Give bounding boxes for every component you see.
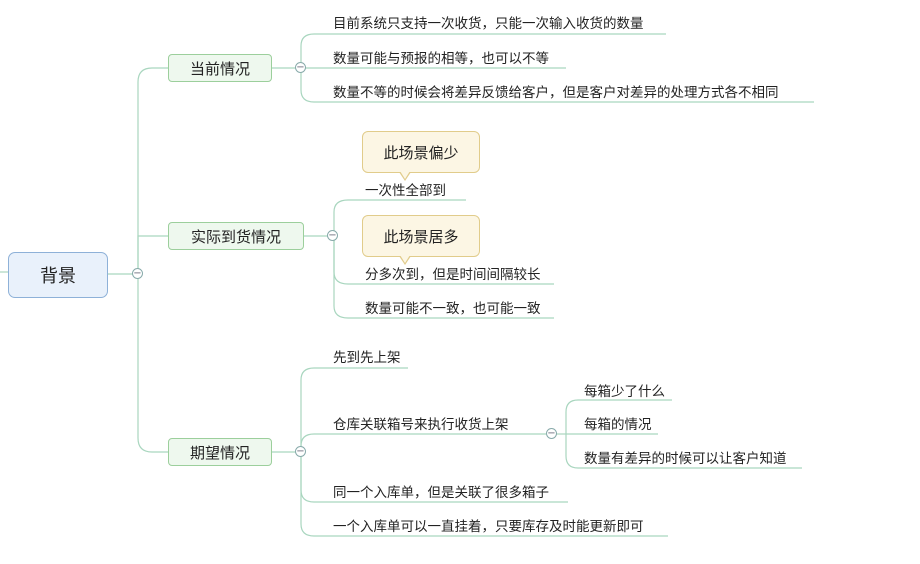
branch-label: 期望情况 bbox=[189, 443, 250, 462]
branch-actual-arrival[interactable]: 实际到货情况 bbox=[168, 222, 304, 250]
branch-current-situation[interactable]: 当前情况 bbox=[168, 54, 272, 82]
callout-label: 此场景居多 bbox=[383, 227, 459, 246]
leaf-item[interactable]: 分多次到，但是时间间隔较长 bbox=[365, 267, 541, 283]
collapse-toggle-icon[interactable]: − bbox=[295, 446, 306, 457]
leaf-item[interactable]: 先到先上架 bbox=[333, 350, 401, 366]
leaf-item[interactable]: 同一个入库单，但是关联了很多箱子 bbox=[333, 485, 549, 501]
collapse-toggle-icon[interactable]: − bbox=[295, 62, 306, 73]
callout-few-cases[interactable]: 此场景偏少 bbox=[362, 131, 480, 181]
collapse-toggle-icon[interactable]: − bbox=[132, 268, 143, 279]
branch-expectation[interactable]: 期望情况 bbox=[168, 438, 272, 466]
sub-leaf-item[interactable]: 每箱的情况 bbox=[584, 417, 652, 433]
leaf-item[interactable]: 数量不等的时候会将差异反馈给客户，但是客户对差异的处理方式各不相同 bbox=[333, 85, 779, 101]
root-node[interactable]: 背景 bbox=[8, 252, 108, 298]
collapse-toggle-icon[interactable]: − bbox=[546, 428, 557, 439]
leaf-item[interactable]: 一个入库单可以一直挂着，只要库存及时能更新即可 bbox=[333, 519, 644, 535]
sub-leaf-item[interactable]: 数量有差异的时候可以让客户知道 bbox=[584, 451, 787, 467]
callout-most-cases[interactable]: 此场景居多 bbox=[362, 215, 480, 265]
leaf-item[interactable]: 数量可能不一致，也可能一致 bbox=[365, 301, 541, 317]
sub-leaf-item[interactable]: 每箱少了什么 bbox=[584, 384, 665, 400]
branch-label: 实际到货情况 bbox=[190, 227, 281, 246]
branch-label: 当前情况 bbox=[189, 59, 250, 78]
leaf-item[interactable]: 数量可能与预报的相等，也可以不等 bbox=[333, 51, 549, 67]
collapse-toggle-icon[interactable]: − bbox=[327, 230, 338, 241]
leaf-item[interactable]: 仓库关联箱号来执行收货上架 bbox=[333, 417, 509, 433]
leaf-item[interactable]: 目前系统只支持一次收货，只能一次输入收货的数量 bbox=[333, 16, 644, 32]
root-label: 背景 bbox=[40, 266, 76, 287]
callout-label: 此场景偏少 bbox=[383, 143, 459, 162]
leaf-item[interactable]: 一次性全部到 bbox=[365, 183, 446, 199]
